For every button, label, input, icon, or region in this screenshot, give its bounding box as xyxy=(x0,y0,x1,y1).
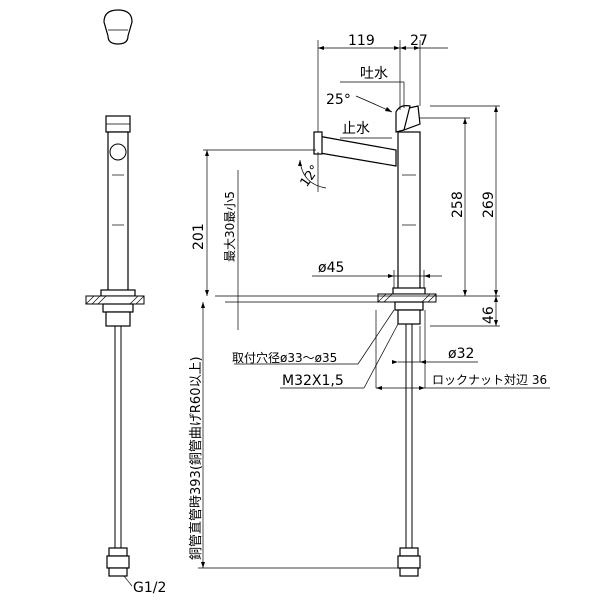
faucet-front-view xyxy=(313,105,437,577)
dim-dia45: ø45 xyxy=(318,260,344,276)
dim-27: 27 xyxy=(410,33,428,49)
stop-flow-label: 止水 xyxy=(342,121,370,137)
dim-119: 119 xyxy=(348,33,375,49)
left-dimension-lines xyxy=(203,149,395,330)
angle-25: 25° xyxy=(326,92,351,108)
handle-top-view xyxy=(103,9,133,45)
top-dimension-lines xyxy=(317,40,448,132)
dim-46: 46 xyxy=(481,306,497,324)
dim-269: 269 xyxy=(481,191,497,218)
dim-258: 258 xyxy=(450,191,466,218)
supply-pipe-dimension xyxy=(198,302,400,569)
spout-angle-indicator xyxy=(298,152,327,192)
lever-angle-indicator xyxy=(340,81,405,139)
height-dimension-lines xyxy=(420,105,500,327)
supply-pipe-label: 銅管直管時393(銅管曲げR60以上) xyxy=(189,356,204,560)
mount-dimension-leaders xyxy=(234,309,550,390)
mount-hole-label: 取付穴径ø33～ø35 xyxy=(232,350,337,365)
dia45-dimension xyxy=(312,270,442,288)
dim-dia32: ø32 xyxy=(448,346,474,362)
locknut-label: ロックナット対辺 36 xyxy=(432,373,547,387)
dim-201: 201 xyxy=(191,223,207,250)
connection-label: G1/2 xyxy=(133,580,166,596)
deck-thickness-label: 最大30最小5 xyxy=(223,191,237,262)
faucet-side-view xyxy=(85,115,145,587)
spout-flow-label: 吐水 xyxy=(360,66,388,82)
thread-label: M32X1,5 xyxy=(282,373,344,389)
angle-12: 12° xyxy=(298,163,324,190)
